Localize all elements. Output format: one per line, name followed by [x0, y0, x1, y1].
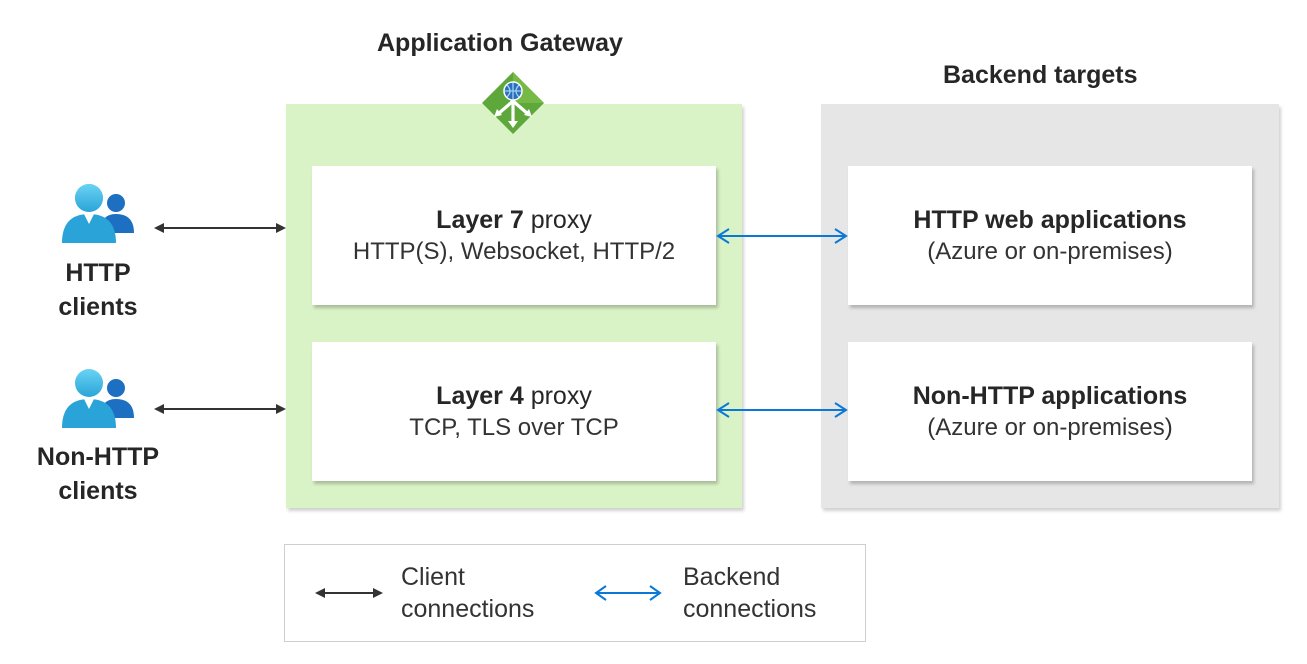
client-legend-line2: connections: [401, 595, 535, 623]
http-web-apps-title: HTTP web applications: [913, 205, 1187, 234]
client-connection-arrow-nonhttp: [154, 404, 286, 414]
layer4-title: Layer 4 proxy: [436, 380, 592, 412]
http-web-apps-card: HTTP web applications (Azure or on-premi…: [848, 166, 1252, 305]
application-gateway-icon: [482, 72, 544, 134]
client-connection-arrow-http: [154, 223, 286, 233]
backend-title: Backend targets: [943, 61, 1138, 89]
layer4-title-bold: Layer 4: [436, 381, 524, 410]
layer7-protocols: HTTP(S), Websocket, HTTP/2: [352, 237, 676, 265]
backend-connection-arrow-http: [716, 228, 848, 244]
non-http-apps-card: Non-HTTP applications (Azure or on-premi…: [848, 342, 1252, 481]
http-web-apps-subtitle: (Azure or on-premises): [927, 237, 1173, 265]
client-connection-legend-arrow: [315, 588, 383, 598]
backend-connections-legend-label: Backend connections: [683, 561, 816, 625]
non-http-clients-line2: clients: [58, 477, 138, 505]
backend-legend-line2: connections: [683, 595, 817, 623]
http-clients-label: HTTP clients: [30, 256, 166, 324]
layer4-title-light: proxy: [530, 381, 592, 410]
layer7-title-light: proxy: [530, 205, 592, 234]
layer4-protocols: TCP, TLS over TCP: [409, 413, 619, 441]
http-clients-line2: clients: [58, 293, 138, 321]
layer4-proxy-card: Layer 4 proxy TCP, TLS over TCP: [312, 342, 716, 481]
layer7-proxy-card: Layer 7 proxy HTTP(S), Websocket, HTTP/2: [312, 166, 716, 305]
http-clients-line1: HTTP: [65, 259, 131, 287]
backend-connection-arrow-nonhttp: [716, 402, 848, 418]
backend-connection-legend-arrow: [594, 585, 662, 601]
non-http-clients-line1: Non-HTTP: [36, 443, 160, 471]
non-http-apps-subtitle: (Azure or on-premises): [927, 413, 1173, 441]
gateway-title: Application Gateway: [377, 29, 623, 57]
non-http-apps-title: Non-HTTP applications: [912, 381, 1188, 410]
users-icon: [62, 369, 134, 428]
client-connections-legend-label: Client connections: [401, 561, 534, 625]
non-http-clients-label: Non-HTTP clients: [20, 440, 176, 508]
backend-legend-line1: Backend: [683, 563, 781, 591]
client-legend-line1: Client: [401, 563, 465, 591]
users-icon: [62, 184, 134, 243]
layer7-title-bold: Layer 7: [436, 205, 524, 234]
legend: Client connections Backend connections: [284, 544, 866, 642]
layer7-title: Layer 7 proxy: [436, 204, 592, 236]
